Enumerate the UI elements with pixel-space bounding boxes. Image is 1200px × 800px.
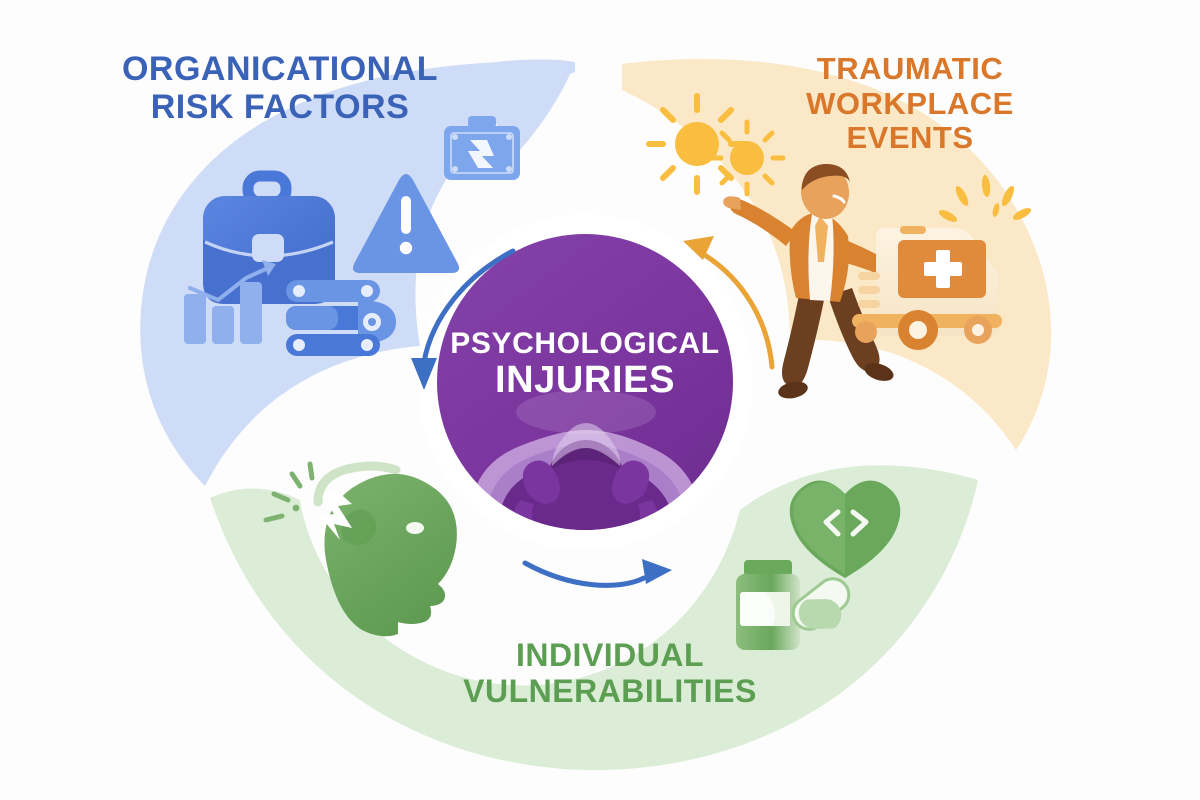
stamp-clock-icon [286,280,396,356]
broken-heart-icon [789,480,901,578]
ambulance-icon [852,226,1002,350]
label-organisational-risk-factors: ORGANICATIONAL RISK FACTORS [110,50,450,126]
sun-burst-small-icon [708,119,786,197]
label-individual-vulnerabilities: INDIVIDUAL VULNERABILITIES [430,637,790,710]
label-trauma-line1: TRAUMATIC [816,51,1004,86]
falling-businessman-icon [723,163,911,399]
label-trauma-line2: WORKPLACE [806,85,1014,121]
segment-arc-organisational [140,59,576,487]
label-org-line2: RISK FACTORS [150,88,410,127]
label-trauma-line3: EVENTS [846,120,974,156]
pill-bottle-icon [736,560,800,650]
impact-sparks-icon [938,175,1032,222]
capsule-pill-icon [791,577,851,631]
arrow-right-up [683,236,775,370]
arrow-bottom-right [522,559,672,588]
head-profile-lightning-icon [263,461,457,637]
money-banknote-icon [444,116,520,180]
warning-triangle-icon [353,174,459,273]
arrow-left-down [411,248,516,390]
center-circle-group [417,214,753,550]
label-indiv-line1: INDIVIDUAL [515,637,705,673]
distressed-person-figure [470,390,700,530]
bar-chart-trend-icon [184,260,276,344]
label-traumatic-workplace-events: TRAUMATIC WORKPLACE EVENTS [790,51,1030,156]
segment-arc-individual [210,465,978,771]
label-indiv-line2: VULNERABILITIES [463,672,757,709]
label-org-line1: ORGANICATIONAL [121,50,439,88]
